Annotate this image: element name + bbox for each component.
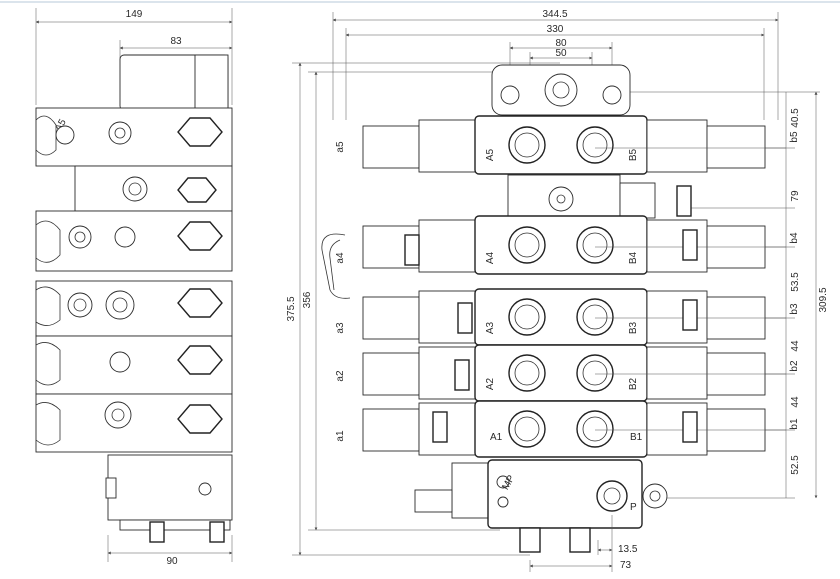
- dim-356: 356: [302, 291, 313, 308]
- port-label-b5: B5: [628, 148, 639, 161]
- inlet-block: [414, 459, 668, 553]
- dim-375-5: 375.5: [286, 296, 297, 321]
- dim-149: 149: [126, 9, 143, 20]
- dim-50: 50: [555, 48, 567, 59]
- front-view: 344.5 330 80 50 375.5 356: [286, 9, 829, 572]
- coil-label-a3: a3: [335, 322, 346, 334]
- dim-344-5: 344.5: [542, 9, 567, 20]
- coil-label-a2: a2: [335, 370, 346, 382]
- dim-80: 80: [555, 38, 567, 49]
- port-label-a4: A4: [485, 251, 496, 264]
- dim-330: 330: [547, 24, 564, 35]
- port-label-a2: A2: [485, 377, 496, 390]
- coil-label-a1: a1: [335, 430, 346, 442]
- valve-sections: [362, 115, 766, 458]
- front-bottom-dims: 73 13.5: [529, 515, 638, 572]
- port-label-a5: A5: [485, 148, 496, 161]
- coil-label-a4: a4: [335, 252, 346, 264]
- dim-13-5: 13.5: [618, 544, 638, 555]
- dim-44-a: 44: [790, 340, 801, 352]
- coil-label-b3: b3: [789, 303, 800, 315]
- dim-44-b: 44: [790, 396, 801, 408]
- port-label-b3: B3: [628, 321, 639, 334]
- top-flange: [491, 64, 631, 116]
- dim-90: 90: [166, 556, 178, 567]
- dim-40-5: 40.5: [790, 108, 801, 128]
- coil-label-a5: a5: [335, 141, 346, 153]
- coil-label-b4: b4: [789, 232, 800, 244]
- left-fittings: [55, 121, 212, 496]
- front-left-dims: 375.5 356: [286, 62, 560, 556]
- dim-53-5: 53.5: [790, 272, 801, 292]
- section-labels: a5 A5 B5 b5 a4 A4 B4 b4 a3 A3 B3 b3 a2 A…: [335, 131, 800, 513]
- left-dims: 149 83 90: [35, 8, 233, 567]
- port-label-b2: B2: [628, 377, 639, 390]
- front-top-dims: 344.5 330 80 50: [332, 9, 779, 120]
- port-label-a3: A3: [485, 321, 496, 334]
- coil-label-b1: b1: [789, 418, 800, 430]
- dim-79: 79: [790, 190, 801, 202]
- dim-83: 83: [170, 36, 182, 47]
- left-section-blocks: [35, 107, 233, 531]
- coil-label-b5: b5: [789, 131, 800, 143]
- port-label-b4: B4: [628, 251, 639, 264]
- port-label-b1: B1: [630, 432, 643, 443]
- port-label-a1: A1: [490, 432, 503, 443]
- dim-309-5: 309.5: [818, 287, 829, 312]
- coil-label-b2: b2: [789, 360, 800, 372]
- dim-52-5: 52.5: [790, 455, 801, 475]
- left-side-view: 149 83 90 A5: [35, 8, 233, 567]
- dim-73: 73: [620, 560, 632, 571]
- port-circles: [508, 126, 614, 448]
- left-hex-nuts: [177, 117, 223, 434]
- inlet-p-label: P: [630, 502, 637, 513]
